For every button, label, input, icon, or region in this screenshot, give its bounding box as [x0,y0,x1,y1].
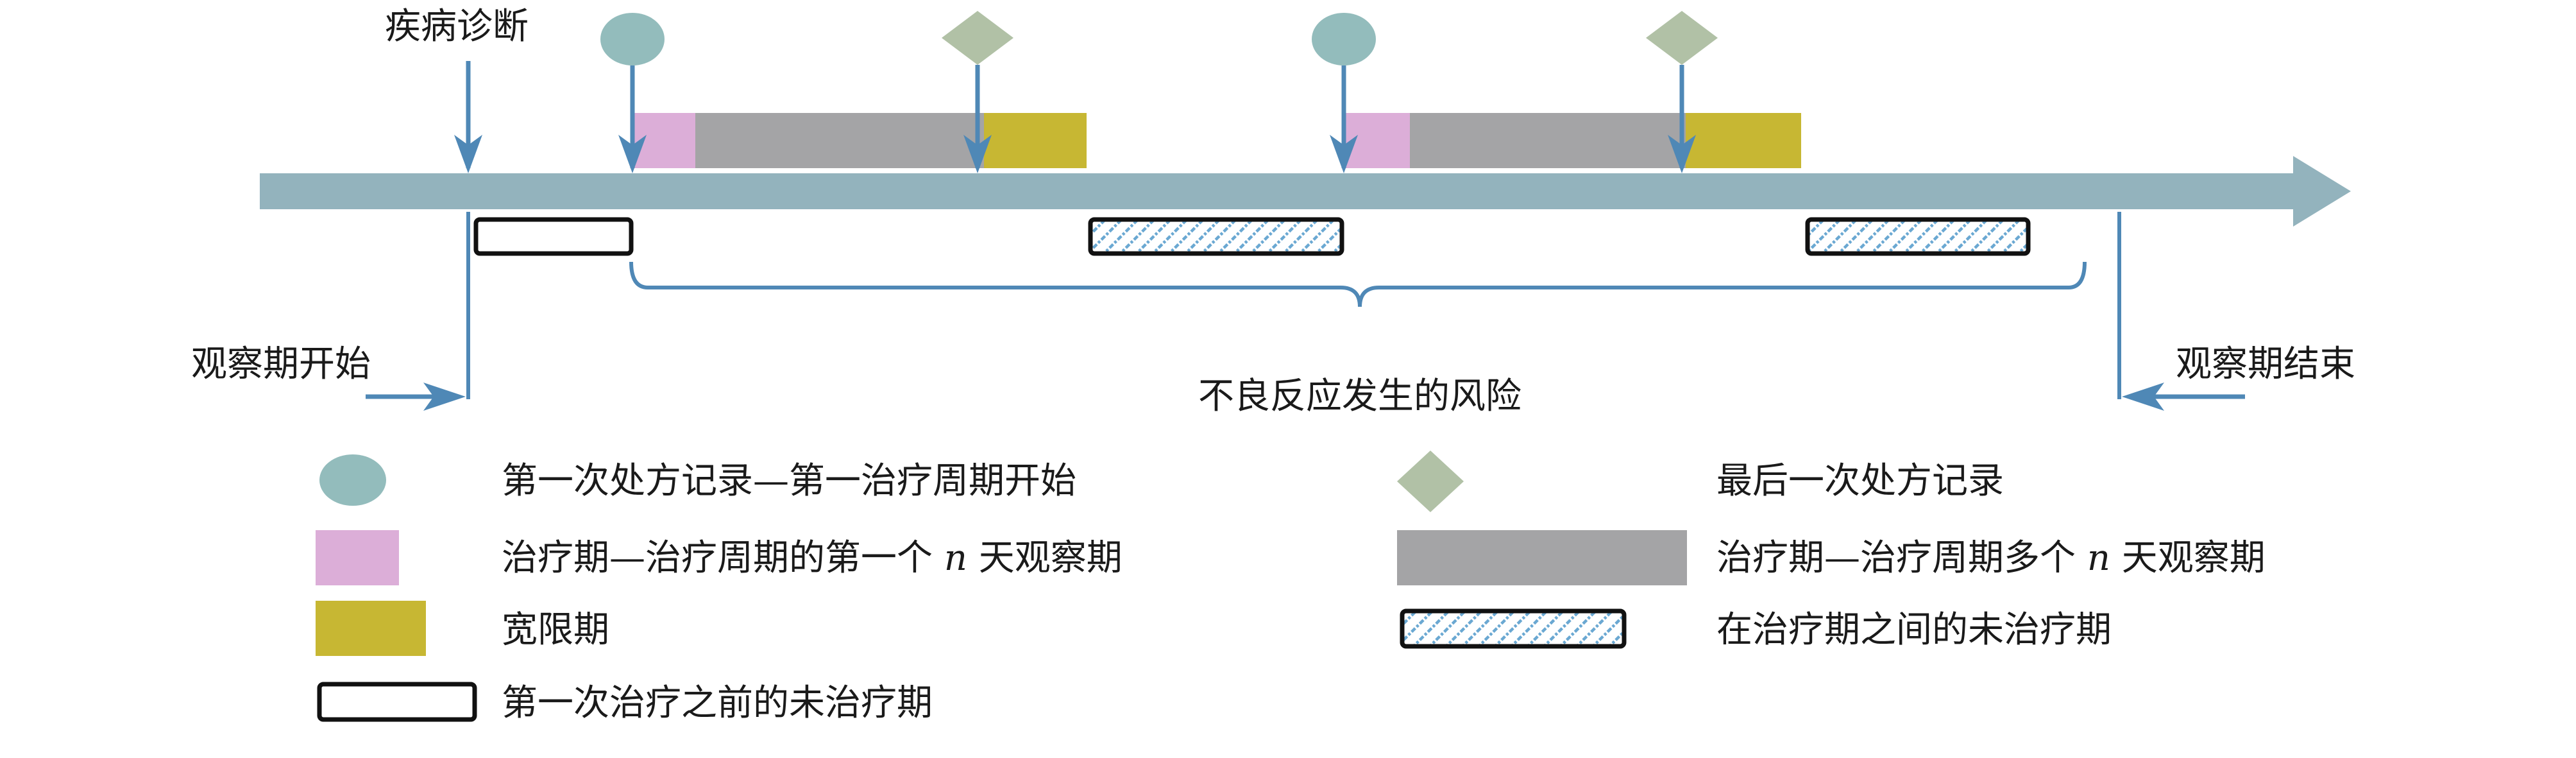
grace-period-bar [984,113,1087,168]
arrow-left-icon [2122,383,2245,411]
observation-start-label: 观察期开始 [191,343,371,385]
legend-last-rx: 最后一次处方记录 [1716,460,2004,502]
diamond-marker-icon [1397,451,1464,512]
multi-n-day-period-bar [695,113,984,168]
legend-first-rx: 第一次处方记录—第一治疗周期开始 [502,460,1076,502]
legend-first-n-period: 治疗期—治疗周期的第一个 n 天观察期 [502,537,1123,579]
grace-period-bar [1686,113,1801,168]
circle-marker-icon [1312,13,1376,65]
legend-pink-swatch [316,530,399,585]
multi-n-day-period-bar [1410,113,1686,168]
legend: 第一次处方记录—第一治疗周期开始 最后一次处方记录 治疗期—治疗周期的第一个 n… [316,451,2266,724]
legend-grace-period: 宽限期 [502,609,609,651]
arrow-right-icon [366,383,466,411]
between-untreated-period-box [1088,217,1344,256]
legend-multi-n-period: 治疗期—治疗周期多个 n 天观察期 [1716,537,2266,579]
timeline-axis [260,156,2351,227]
legend-gray-swatch [1397,530,1687,585]
diagnosis-label: 疾病诊断 [385,6,529,47]
treatment-cycle-1 [631,113,1087,168]
circle-marker-icon [319,454,386,506]
risk-label: 不良反应发生的风险 [1198,375,1521,417]
risk-bracket [629,261,2087,307]
arrow-down-icon [618,65,647,173]
treatment-cycle-2 [1346,113,1801,168]
circle-marker-icon [600,13,665,65]
legend-before-untreated: 第一次治疗之前的未治疗期 [502,682,933,724]
observation-end-label: 观察期结束 [2176,343,2355,385]
legend-hatched-swatch [1400,608,1627,649]
legend-olive-swatch [316,601,426,656]
arrow-down-icon [454,61,482,173]
arrow-down-icon [1330,65,1358,173]
legend-outline-swatch [317,682,477,722]
before-untreated-period-box [473,217,634,256]
legend-between-untreated: 在治疗期之间的未治疗期 [1716,609,2112,651]
between-untreated-period-box [1805,217,2031,256]
diamond-marker-icon [942,11,1013,65]
arrow-down-icon [1668,65,1696,173]
first-n-day-period-bar [1346,113,1410,168]
diamond-marker-icon [1646,11,1718,65]
arrow-down-icon [963,65,992,173]
